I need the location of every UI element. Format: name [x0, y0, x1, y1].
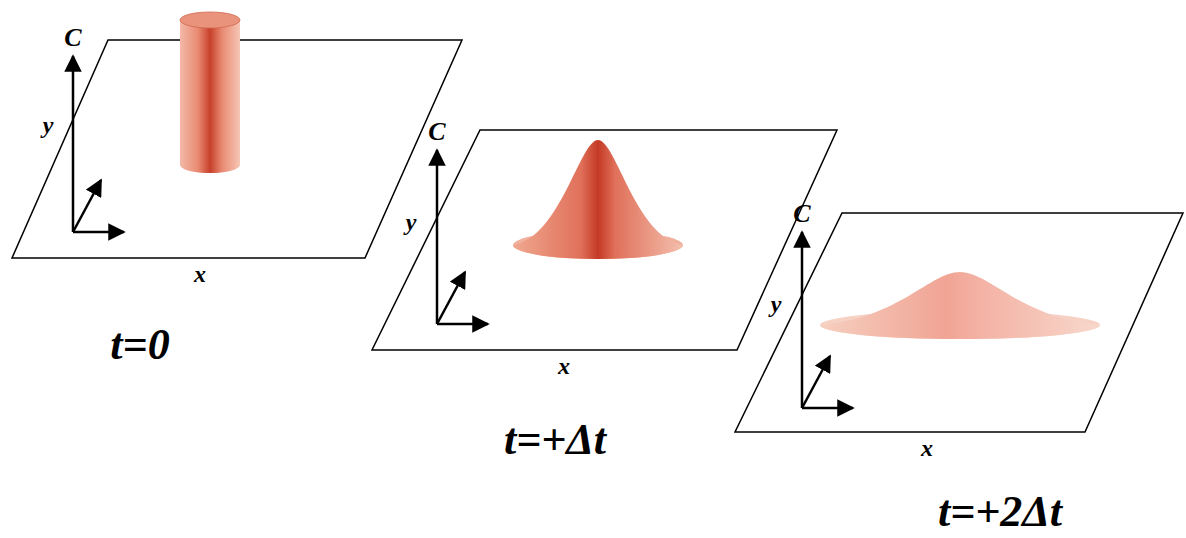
gaussian-peak: [513, 140, 683, 259]
axis-label: y: [406, 210, 417, 234]
time-label: t=0: [110, 323, 169, 367]
cylinder: [180, 12, 240, 173]
axis-label: x: [921, 436, 933, 460]
axis-label: C: [428, 119, 445, 145]
axis-label: C: [793, 201, 810, 227]
axis-label: y: [771, 292, 782, 316]
axis-label: C: [64, 25, 81, 51]
axis-label: x: [558, 354, 570, 378]
time-label: t=+Δt: [504, 418, 606, 462]
time-label: t=+2Δt: [938, 490, 1062, 534]
axis-label: y: [43, 113, 54, 137]
plane: [372, 130, 837, 350]
plane: [735, 213, 1183, 432]
gaussian-spread: [820, 272, 1100, 339]
axis-label: x: [194, 262, 206, 286]
